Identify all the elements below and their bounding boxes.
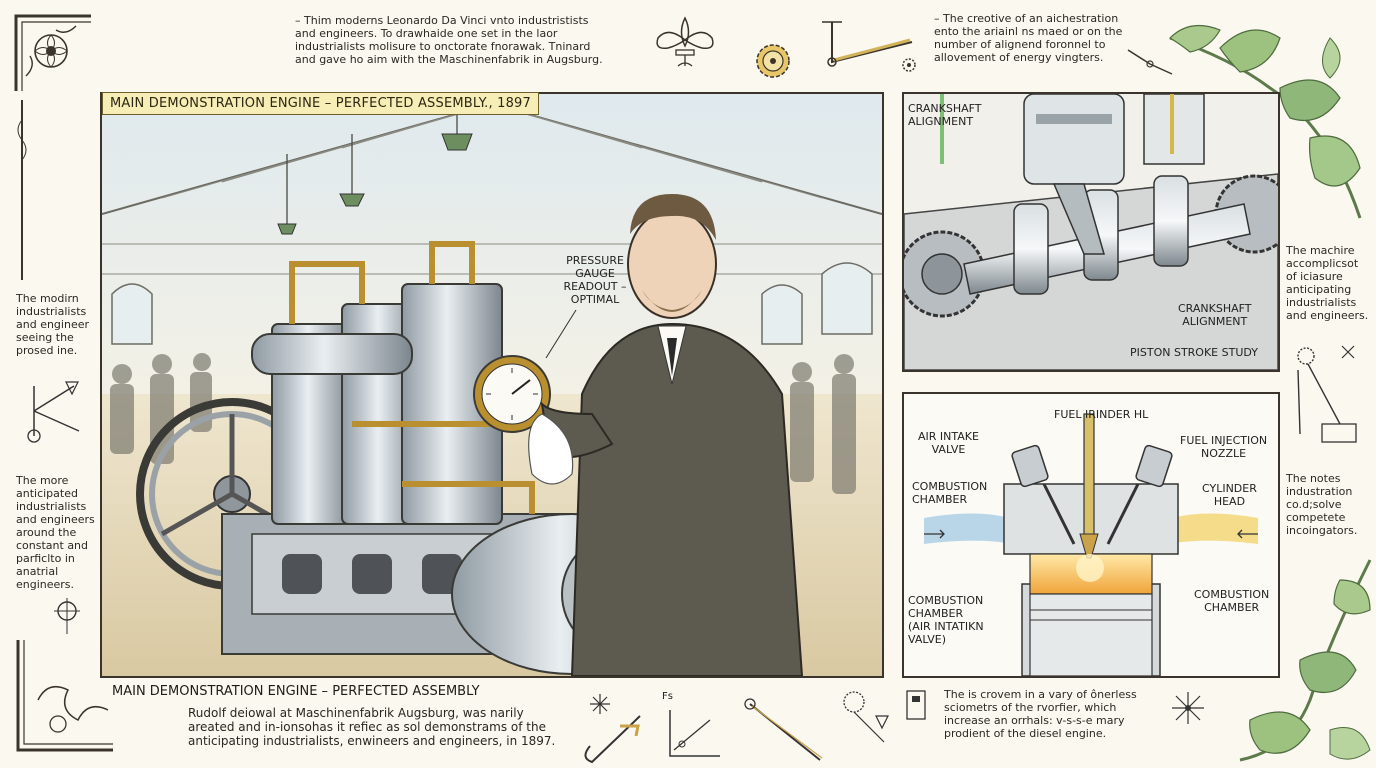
acanthus-leaf-top-right (1169, 24, 1362, 219)
crankshaft-label-top: CRANKSHAFT ALIGNMENT (908, 102, 982, 128)
crankshaft-label-right: CRANKSHAFT ALIGNMENT (1178, 302, 1252, 328)
mechanism-sketch-icon (1297, 345, 1357, 443)
target-sketch-icon (54, 598, 80, 634)
gear-linkage-sketch-icon (843, 691, 889, 743)
left-border-scroll (17, 100, 27, 280)
bottom-title: MAIN DEMONSTRATION ENGINE – PERFECTED AS… (112, 684, 480, 699)
top-left-note: – Thim moderns Leonardo Da Vinci vnto in… (295, 14, 603, 66)
linkage-sketch-icon (1127, 49, 1173, 75)
fleur-de-lis-icon (656, 16, 714, 67)
bottom-body: Rudolf deiowal at Maschinenfabrik Augsbu… (188, 706, 556, 748)
combustion-illustration (924, 413, 1258, 676)
left-side-note-1: The modirn industrialists and engineer s… (16, 292, 89, 357)
drafting-tool-sketch-icon (669, 710, 720, 757)
acanthus-leaf-bottom-right (1239, 559, 1372, 762)
corner-ornament-top-left (14, 14, 91, 91)
lever-sketch-icon (822, 21, 913, 67)
bottom-right-note: The is crovem in a vary of ônerless scio… (944, 688, 1137, 740)
combustion-chamber-top-label: COMBUSTION CHAMBER (912, 480, 988, 506)
main-panel-caption: MAIN DEMONSTRATION ENGINE – PERFECTED AS… (102, 92, 539, 115)
lever-arm-sketch-icon (744, 698, 823, 761)
right-side-note-1: The machire accomplicsot of iciasure ant… (1286, 244, 1369, 322)
combustion-panel: FUEL IRINDER HL AIR INTAKE VALVE FUEL IN… (902, 392, 1280, 678)
sketch-mark-label: Fs (662, 691, 673, 702)
piston-stroke-label: PISTON STROKE STUDY (1130, 346, 1258, 359)
gear-sketch-icon (756, 44, 790, 78)
radial-star-sketch-icon (1172, 692, 1204, 724)
pressure-gauge-label: PRESSURE GAUGE READOUT – OPTIMAL (563, 254, 627, 306)
small-gear-icon (902, 58, 916, 72)
combustion-chamber-left-label: COMBUSTION CHAMBER (AIR INTATIKN VALVE) (908, 594, 984, 646)
main-illustration-panel: PRESSURE GAUGE READOUT – OPTIMAL (100, 92, 884, 678)
right-side-note-2: The notes industration co.d;solve compet… (1286, 472, 1358, 537)
fuel-label: FUEL IRINDER HL (1054, 408, 1149, 421)
corner-ornament-bottom-left (16, 640, 113, 752)
crankshaft-illustration (904, 94, 1278, 370)
cylinder-head-label: CYLINDER HEAD (1202, 482, 1257, 508)
battery-sketch-icon (906, 690, 926, 720)
top-right-note: – The creotive of an aichestration ento … (934, 12, 1123, 64)
gauge-pointer-line (545, 309, 577, 359)
engine-hall-illustration (102, 94, 882, 676)
air-intake-label: AIR INTAKE VALVE (918, 430, 979, 456)
fuel-injection-label: FUEL INJECTION NOZZLE (1180, 434, 1268, 460)
left-side-note-2: The more anticipated industrialists and … (16, 474, 95, 591)
compass-sketch-icon (27, 381, 80, 443)
combustion-chamber-right-label: COMBUSTION CHAMBER (1194, 588, 1270, 614)
star-compass-sketch-icon (584, 694, 641, 764)
crankshaft-panel: CRANKSHAFT ALIGNMENT CRANKSHAFT ALIGNMEN… (902, 92, 1280, 372)
